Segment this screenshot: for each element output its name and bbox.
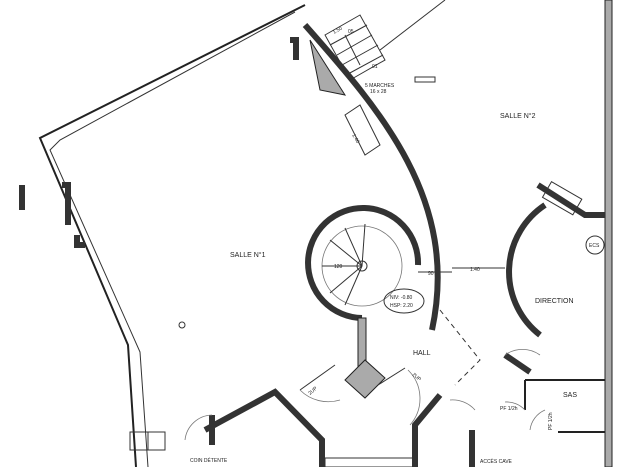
level-niv: NIV: -0.80 <box>390 295 413 301</box>
ecs-tank <box>585 235 605 255</box>
door-swing <box>407 369 421 426</box>
grille <box>324 457 414 467</box>
stairs-step-bottom: 01 <box>372 64 378 70</box>
up-left-label: 2UP <box>307 385 319 396</box>
right-exterior-wall <box>604 0 613 467</box>
door-swing <box>504 349 541 356</box>
direction-door <box>503 352 532 375</box>
left-exterior-wall <box>38 4 306 467</box>
hall-left-wall <box>203 388 325 467</box>
curved-wall <box>302 23 441 331</box>
stairs-size-label: 16 x 28 <box>370 89 387 95</box>
level-hsp: HSP: 2.20 <box>390 303 413 309</box>
stairs-step-top: 05 <box>348 29 354 35</box>
up-right-label: 2UP <box>411 372 423 383</box>
room-sas: SAS <box>563 392 577 399</box>
hatched-pillar <box>309 39 347 96</box>
central-pillar <box>344 359 386 399</box>
stairs-steps-label: 5 MARCHES <box>365 83 395 89</box>
cabinet <box>541 181 583 216</box>
hall-right-wall <box>412 393 443 467</box>
dim-140: 1.40 <box>470 267 480 273</box>
door-swing <box>449 399 476 411</box>
radiator <box>414 76 436 83</box>
left-inner-wall <box>49 11 296 467</box>
pf-sas2-label: PF 1/2h <box>548 412 554 430</box>
dim-90: 90 <box>428 271 434 277</box>
wall-notch <box>74 235 85 248</box>
wall-notch <box>62 182 71 225</box>
wall-notch <box>290 37 299 60</box>
spiral-diameter: 120 <box>334 264 343 270</box>
column-marker <box>178 321 186 329</box>
door-swing <box>184 414 213 441</box>
door-swing <box>529 409 546 431</box>
room-acces-cave: ACCÈS CAVE <box>480 458 513 465</box>
room-hall: HALL <box>413 350 431 357</box>
ecs-wall <box>536 182 605 218</box>
stairs-passage: 1.40 <box>350 133 360 145</box>
straight-stair <box>324 14 386 156</box>
spiral-stair <box>305 205 422 321</box>
ecs-label: ECS <box>589 243 600 249</box>
door-leaf <box>377 367 406 386</box>
door-swing <box>299 389 341 403</box>
room-salle2: SALLE N°2 <box>500 112 536 120</box>
stairs-width: 1.50 <box>332 26 344 36</box>
door-swing <box>504 401 526 411</box>
direction-curved-wall <box>506 202 547 338</box>
hall-dashed-line <box>439 309 481 386</box>
door-leaf <box>299 364 336 391</box>
room-direction: DIRECTION <box>535 298 574 305</box>
level-tag <box>383 288 425 314</box>
room-coin-detente: COIN DÉTENTE <box>190 457 228 464</box>
room-salle1: SALLE N°1 <box>230 251 266 259</box>
stair-rail <box>379 0 446 51</box>
pf-sas-label: PF 1/2h <box>500 406 518 412</box>
